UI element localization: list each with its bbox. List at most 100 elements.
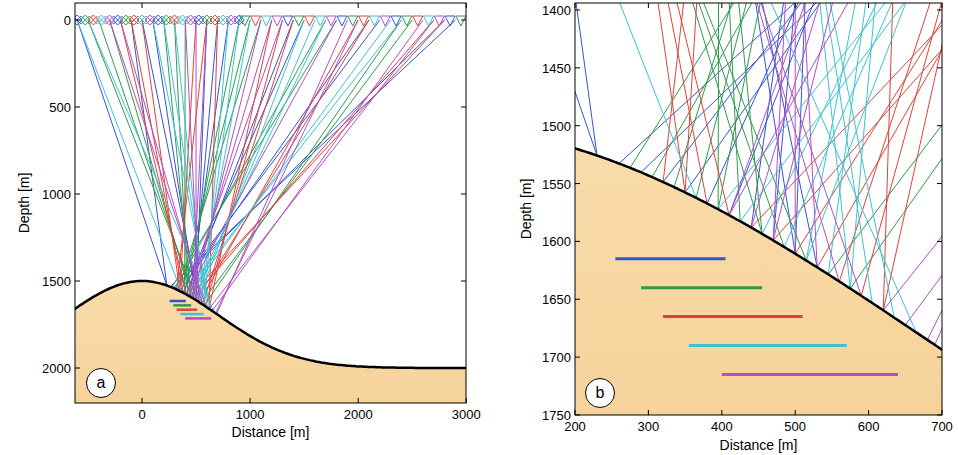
receiver-marker xyxy=(305,16,315,26)
ray xyxy=(850,3,942,289)
ray xyxy=(905,3,942,325)
ray xyxy=(575,3,762,234)
tick-label: 1400 xyxy=(542,4,571,17)
tick xyxy=(461,20,466,21)
ray xyxy=(927,3,942,340)
tick xyxy=(575,3,576,8)
ray xyxy=(575,3,597,156)
tick xyxy=(75,368,80,369)
tick xyxy=(937,125,942,126)
ray xyxy=(935,3,942,345)
tick-label: 200 xyxy=(564,420,586,433)
tick xyxy=(942,410,943,415)
axis-title: Distance [m] xyxy=(232,425,310,439)
ray xyxy=(883,3,942,310)
receiver-line xyxy=(170,300,186,303)
receiver-marker xyxy=(369,16,379,26)
tick xyxy=(937,241,942,242)
tick xyxy=(575,183,580,184)
ray xyxy=(575,3,894,318)
tick xyxy=(75,20,80,21)
tick xyxy=(937,299,942,300)
ray xyxy=(575,3,762,234)
ray xyxy=(212,20,423,311)
tick xyxy=(937,10,942,11)
tick xyxy=(358,3,359,8)
receiver-marker xyxy=(413,16,423,26)
ray xyxy=(191,20,326,297)
receiver-marker xyxy=(240,16,250,26)
tick-label: 1000 xyxy=(42,188,71,201)
tick xyxy=(575,241,580,242)
receiver-line xyxy=(180,313,203,316)
ray xyxy=(575,3,729,215)
tick-label: 500 xyxy=(784,420,806,433)
receiver-marker xyxy=(315,16,325,26)
receiver-marker xyxy=(380,16,390,26)
tick xyxy=(868,3,869,8)
receiver-line xyxy=(615,257,725,260)
receiver-line xyxy=(641,286,762,289)
ray xyxy=(751,3,942,228)
tick xyxy=(575,410,576,415)
tick-label: 400 xyxy=(711,420,733,433)
ray xyxy=(729,3,942,215)
ray xyxy=(722,3,817,267)
receiver-marker xyxy=(283,16,293,26)
tick-label: 700 xyxy=(931,420,953,433)
ray xyxy=(575,3,861,296)
tick xyxy=(937,67,942,68)
ray xyxy=(795,3,796,254)
ray xyxy=(630,3,942,168)
ray xyxy=(217,20,348,314)
tick-label: 600 xyxy=(858,420,880,433)
ray xyxy=(209,20,272,309)
tick xyxy=(461,281,466,282)
panel-letter-circle: b xyxy=(585,378,615,408)
tick xyxy=(937,183,942,184)
receiver-line xyxy=(722,373,898,376)
ray xyxy=(575,3,685,192)
tick xyxy=(575,299,580,300)
ray xyxy=(685,3,795,192)
receiver-marker xyxy=(261,16,271,26)
tick xyxy=(648,410,649,415)
tick-label: 300 xyxy=(638,420,660,433)
ray xyxy=(186,20,336,294)
tick-label: 1500 xyxy=(542,119,571,132)
ray xyxy=(850,3,942,289)
tick xyxy=(461,107,466,108)
ray xyxy=(190,20,445,296)
tick xyxy=(575,414,580,415)
tick xyxy=(466,398,467,403)
ray xyxy=(817,3,942,267)
ray xyxy=(883,3,942,310)
ray xyxy=(77,20,167,285)
receiver-marker xyxy=(348,16,358,26)
ray xyxy=(180,20,196,291)
tick xyxy=(142,398,143,403)
tick-label: 1500 xyxy=(42,275,71,288)
axis-title: Distance [m] xyxy=(720,438,798,452)
tick-label: 0 xyxy=(64,14,71,27)
tick-label: 1650 xyxy=(542,293,571,306)
ray xyxy=(795,3,942,254)
tick xyxy=(868,410,869,415)
ray xyxy=(193,20,261,298)
tick xyxy=(461,368,466,369)
axes-frame xyxy=(75,3,466,403)
tick xyxy=(75,281,80,282)
tick-label: 1450 xyxy=(542,61,571,74)
tick xyxy=(466,3,467,8)
panel-letter-circle: a xyxy=(86,368,116,398)
receiver-marker xyxy=(391,16,401,26)
ray xyxy=(204,20,228,305)
receiver-line xyxy=(185,317,211,320)
tick xyxy=(648,3,649,8)
tick xyxy=(250,3,251,8)
ray xyxy=(216,20,359,313)
tick xyxy=(75,107,80,108)
tick-label: 2000 xyxy=(42,362,71,375)
tick-label: 1550 xyxy=(542,177,571,190)
